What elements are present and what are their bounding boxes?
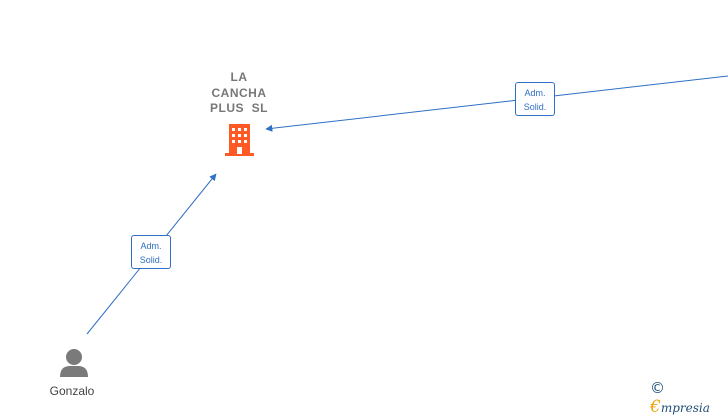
edge-label-line: Solid. <box>523 102 547 112</box>
edge-label-line: Adm. <box>140 241 162 251</box>
company-name-line: LA <box>230 70 248 84</box>
edge-label-external-to-company[interactable]: Adm. Solid. <box>515 82 555 116</box>
edge-label-person-to-company[interactable]: Adm. Solid. <box>131 235 171 269</box>
edge-label-line: Adm. <box>524 88 546 98</box>
relationship-graph <box>60 75 728 377</box>
edge-line-external-to-company <box>265 75 728 132</box>
company-name-line: CANCHA <box>211 85 267 100</box>
edge-label-line: Solid. <box>139 255 163 265</box>
person-icon[interactable] <box>60 349 88 377</box>
company-name[interactable]: LA CANCHA PLUS SL <box>200 70 278 117</box>
building-icon[interactable] <box>225 124 254 156</box>
company-name-line: PLUS SL <box>209 101 268 115</box>
person-name[interactable]: Gonzalo <box>49 384 95 398</box>
brand-logo-initial: € <box>650 397 661 417</box>
copyright-symbol: © <box>650 379 665 397</box>
brand-logo-text: mpresia <box>660 401 710 415</box>
brand-watermark: © €mpresia <box>650 379 728 417</box>
